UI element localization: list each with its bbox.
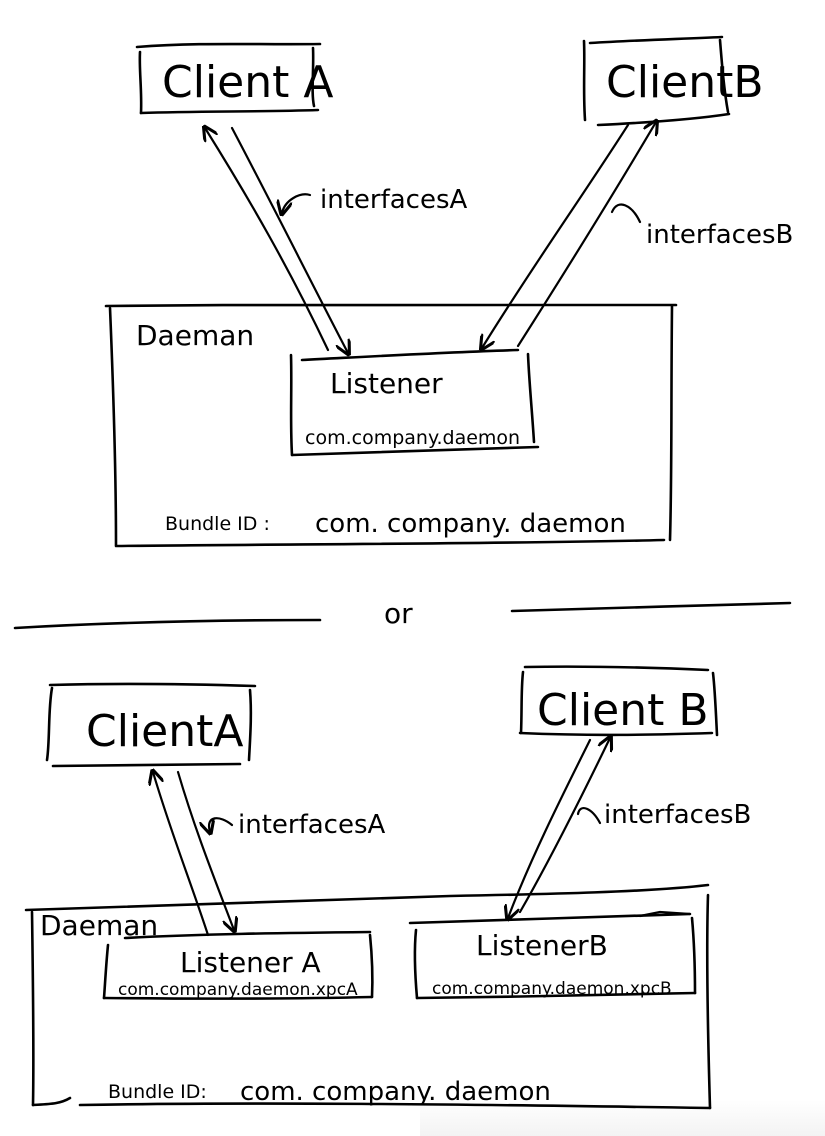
bottom-interfaces-a-label: interfacesA: [238, 810, 386, 840]
separator-or-label: or: [384, 597, 413, 630]
top-daemon-box: Daeman Listener com.company.daemon Bundl…: [104, 303, 678, 548]
top-daemon-label: Daeman: [136, 319, 254, 352]
bottom-interfaces-b-label: interfacesB: [604, 800, 751, 830]
bottom-listener-b-service: com.company.daemon.xpcB: [432, 979, 672, 999]
bottom-variant: ClientA Client B interfacesA interfacesB: [24, 665, 751, 1110]
variant-separator: or: [13, 597, 792, 630]
bottom-connector-a: interfacesA: [153, 772, 386, 937]
bottom-daemon-box: Daeman Listener A com.company.daemon.xpc…: [24, 883, 712, 1110]
top-interfaces-b-label: interfacesB: [646, 220, 793, 250]
bottom-listener-b-box: ListenerB com.company.daemon.xpcB: [408, 910, 697, 1000]
top-listener-box: Listener com.company.daemon: [289, 348, 540, 457]
top-client-a-label: Client A: [162, 57, 333, 108]
top-listener-title: Listener: [330, 367, 443, 400]
top-client-b-label: ClientB: [606, 57, 764, 108]
top-interfaces-a-label: interfacesA: [320, 185, 468, 215]
top-variant: Client A ClientB interfacesA interfacesB: [104, 35, 793, 548]
bottom-client-b-label: Client B: [537, 685, 709, 736]
bottom-connector-b: interfacesB: [508, 738, 751, 918]
bottom-listener-a-box: Listener A com.company.daemon.xpcA: [102, 930, 374, 1000]
top-bundle-id-label: Bundle ID :: [165, 513, 270, 535]
bottom-listener-b-title: ListenerB: [476, 929, 608, 962]
top-listener-service: com.company.daemon: [305, 427, 520, 449]
top-connector-b: interfacesB: [482, 122, 793, 348]
bottom-bundle-id-value: com. company. daemon: [240, 1077, 551, 1107]
bottom-client-a-label: ClientA: [86, 706, 243, 757]
top-bundle-id-value: com. company. daemon: [315, 509, 626, 539]
bottom-listener-a-service: com.company.daemon.xpcA: [118, 980, 358, 1000]
bottom-client-a-box: ClientA: [45, 682, 257, 768]
bottom-client-b-box: Client B: [518, 665, 719, 737]
top-connector-a: interfacesA: [205, 128, 468, 353]
top-client-b-box: ClientB: [582, 35, 764, 127]
bottom-bundle-id-label: Bundle ID:: [108, 1081, 207, 1103]
bottom-listener-a-title: Listener A: [180, 946, 321, 979]
top-client-a-box: Client A: [135, 42, 333, 115]
